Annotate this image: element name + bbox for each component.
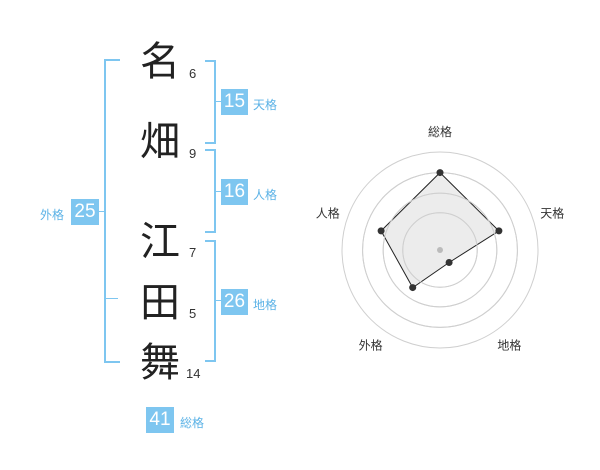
jinkaku-label: 人格: [253, 188, 278, 202]
stroke-count-1: 6: [189, 66, 197, 81]
stroke-count-2: 9: [189, 146, 197, 161]
gaikaku-connector: [97, 211, 105, 212]
radar-axis-label-4: 外格: [359, 338, 383, 353]
radar-point-3: [445, 259, 453, 267]
radar-axis-label-5: 人格: [316, 206, 340, 221]
stroke-count-5: 14: [186, 366, 201, 381]
gaikaku-bracket: [104, 59, 120, 363]
radar-inner-ring-2: [382, 192, 498, 308]
soukaku-label: 総格: [180, 416, 205, 430]
radar-point-1: [436, 169, 444, 177]
radar-axis-label-1: 総格: [428, 124, 452, 139]
soukaku-badge: 41: [146, 407, 174, 433]
name-char-2: 畑: [140, 119, 180, 165]
stroke-count-3: 7: [189, 245, 197, 260]
radar-center: [437, 247, 443, 253]
jinkaku-connector: [215, 191, 223, 192]
gaikaku-label: 外格: [40, 208, 65, 222]
chikaku-bracket: [205, 240, 216, 362]
tenkaku-badge: 15: [221, 89, 248, 115]
chikaku-connector: [215, 300, 223, 301]
radar-point-4: [409, 284, 417, 292]
name-char-4: 田: [140, 280, 180, 326]
name-char-3: 江: [140, 219, 180, 265]
radar-point-2: [495, 227, 503, 235]
name-char-5: 舞: [140, 340, 180, 386]
jinkaku-badge: 16: [221, 179, 248, 205]
tenkaku-connector: [215, 101, 223, 102]
gaikaku-badge: 25: [71, 199, 99, 225]
radar-shape: [362, 169, 518, 328]
chikaku-label: 地格: [253, 298, 278, 312]
name-char-1: 名: [140, 39, 180, 85]
tenkaku-label: 天格: [253, 98, 278, 112]
tenkaku-bracket: [205, 60, 216, 144]
radar-axis-label-2: 天格: [540, 206, 564, 221]
radar-axis-label-3: 地格: [497, 338, 521, 353]
radar-inner-ring-3: [402, 212, 478, 288]
stroke-count-4: 5: [189, 306, 197, 321]
chikaku-badge: 26: [221, 289, 248, 315]
gaikaku-divider: [104, 298, 118, 299]
radar-point-5: [377, 227, 385, 235]
